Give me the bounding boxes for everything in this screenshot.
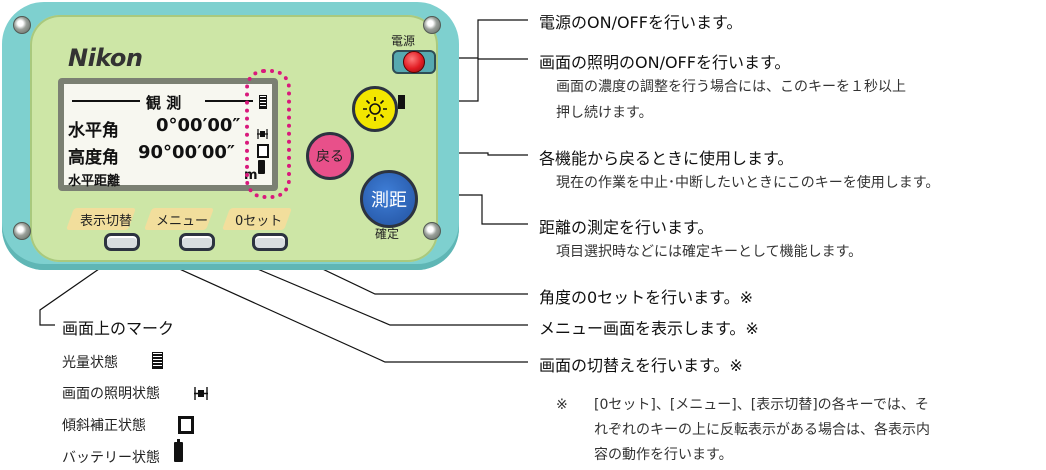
display-callout-line xyxy=(121,242,528,363)
mark-item-label: 画面の照明状態 xyxy=(62,386,160,402)
status-marks-highlight xyxy=(245,69,291,199)
battery-icon xyxy=(258,160,265,174)
screw-icon xyxy=(13,222,31,240)
backlight-icon xyxy=(257,124,268,139)
light-button[interactable] xyxy=(352,86,398,132)
mark-item-label: バッテリー状態 xyxy=(62,450,160,466)
light-level-icon xyxy=(259,95,267,109)
confirm-label: 確定 xyxy=(375,227,400,241)
power-label: 電源 xyxy=(391,34,416,48)
lcd-row-label: 水平距離 xyxy=(68,174,121,189)
lcd-row-label: 水平角 xyxy=(68,121,119,141)
zero-description: 角度の0セットを行います。※ xyxy=(539,288,753,307)
footnote-text: れぞれのキーの上に反転表示がある場合は、各表示内 xyxy=(594,422,930,438)
light-note: 画面の濃度の調整を行う場合には、このキーを１秒以上 xyxy=(556,79,906,95)
lcd-row-value: 0°00′00″ xyxy=(156,115,241,136)
nikon-logo: Nikon xyxy=(68,44,143,72)
power-description: 電源のON/OFFを行います。 xyxy=(539,13,743,32)
softkey-label: 0セット xyxy=(235,214,283,229)
tilt-correction-icon xyxy=(257,144,269,158)
footnote-text: [0セット]、[メニュー]、[表示切替]の各キーでは、そ xyxy=(594,397,929,413)
zero-set-button[interactable] xyxy=(252,233,288,251)
mark-item-label: 光量状態 xyxy=(62,355,118,371)
back-description: 各機能から戻るときに使用します。 xyxy=(539,149,794,168)
light-description: 画面の照明のON/OFFを行います。 xyxy=(539,53,791,72)
menu-callout-line xyxy=(195,242,528,326)
screw-icon xyxy=(423,222,441,240)
back-button[interactable]: 戻る xyxy=(306,132,354,180)
measure-note: 項目選択時などには確定キーとして機能します。 xyxy=(556,244,863,260)
lcd-title: 観 測 xyxy=(146,94,182,112)
light-note: 押し続けます。 xyxy=(556,105,653,121)
measure-button-label: 測距 xyxy=(371,190,407,211)
lcd-row-label: 高度角 xyxy=(68,148,119,168)
softkey-label: 表示切替 xyxy=(80,214,133,229)
screw-icon xyxy=(13,16,31,34)
menu-button[interactable] xyxy=(179,233,215,251)
power-button[interactable] xyxy=(392,50,436,74)
tilt-correction-icon xyxy=(178,416,194,434)
lcd-title-rule xyxy=(205,100,253,102)
contrast-icon xyxy=(398,95,405,109)
backlight-icon xyxy=(194,385,208,404)
battery-icon xyxy=(174,439,183,462)
marks-title: 画面上のマーク xyxy=(62,319,175,338)
sun-icon xyxy=(363,97,387,121)
footnote-text: 容の動作を行います。 xyxy=(594,447,733,463)
footnote-mark: ※ xyxy=(556,397,568,413)
softkey-label: メニュー xyxy=(156,214,209,229)
lcd-row-value: 90°00′00″ xyxy=(138,142,235,163)
menu-description: メニュー画面を表示します。※ xyxy=(539,319,759,338)
mark-item-label: 傾斜補正状態 xyxy=(62,418,146,434)
power-led-icon xyxy=(403,51,425,73)
back-button-label: 戻る xyxy=(316,149,344,165)
lcd-title-rule xyxy=(72,100,140,102)
measure-button[interactable]: 測距 xyxy=(360,170,418,228)
display-description: 画面の切替えを行います。※ xyxy=(539,356,743,375)
light-level-icon xyxy=(152,352,163,369)
screw-icon xyxy=(423,16,441,34)
measure-description: 距離の測定を行います。 xyxy=(539,218,714,237)
display-switch-button[interactable] xyxy=(104,233,140,251)
back-note: 現在の作業を中止･中断したいときにこのキーを使用します。 xyxy=(556,175,940,191)
